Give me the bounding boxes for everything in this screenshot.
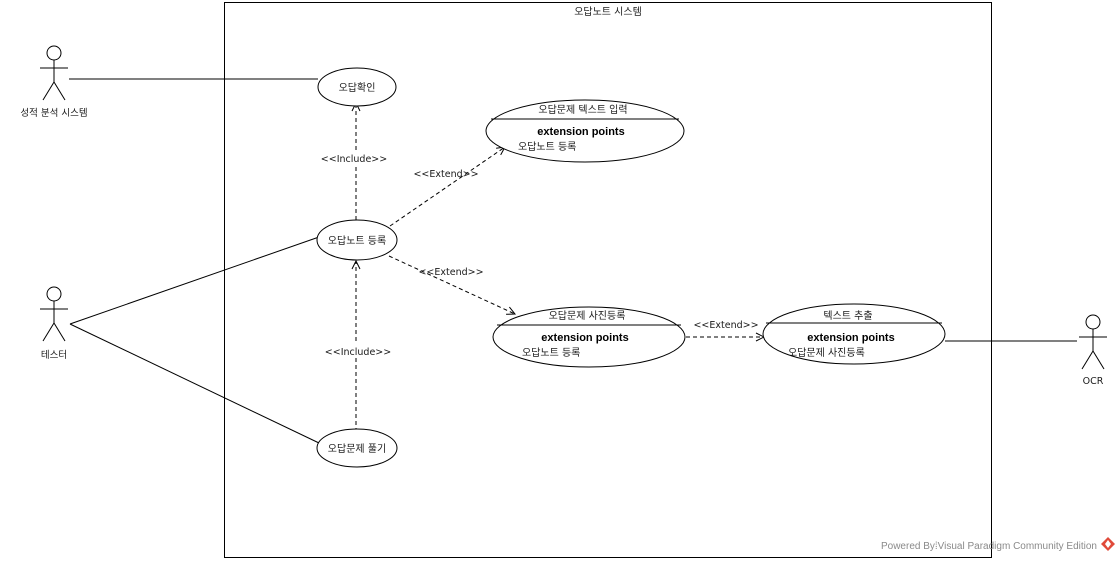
usecase-register-note-label: 오답노트 등록: [328, 235, 386, 247]
usecase-text-input-ext-header: extension points: [537, 126, 624, 138]
usecase-text-input[interactable]: 오답문제 텍스트 입력 extension points 오답노트 등록: [485, 99, 685, 163]
actor-tester[interactable]: 테스터: [40, 286, 68, 361]
assoc-tester-solve: [69, 323, 320, 444]
visual-paradigm-logo-icon: [1101, 537, 1115, 551]
usecase-photo-register[interactable]: 오답문제 사진등록 extension points 오답노트 등록: [492, 306, 686, 368]
actor-ocr[interactable]: OCR: [1079, 314, 1107, 387]
usecase-check-wrong-label: 오답확인: [339, 82, 376, 94]
usecase-photo-register-ext-point: 오답노트 등록: [522, 347, 580, 359]
actor-grade-system[interactable]: 성적 분석 시스템: [20, 45, 88, 119]
system-boundary: [224, 2, 992, 558]
actor-ocr-label: OCR: [1083, 376, 1104, 387]
extend-photo-register: [388, 255, 515, 314]
watermark-text: Powered By⁞Visual Paradigm Community Edi…: [881, 541, 1097, 552]
usecase-text-extract[interactable]: 텍스트 추출 extension points 오답문제 사진등록: [762, 303, 946, 365]
extend-label-extract: <<Extend>>: [693, 320, 758, 331]
usecase-check-wrong[interactable]: 오답확인: [317, 67, 397, 107]
actor-tester-label: 테스터: [41, 350, 67, 361]
usecase-text-extract-ext-point: 오답문제 사진등록: [788, 347, 865, 359]
usecase-register-note[interactable]: 오답노트 등록: [316, 219, 398, 261]
usecase-photo-register-title: 오답문제 사진등록: [549, 310, 626, 322]
usecase-solve-problem[interactable]: 오답문제 풀기: [316, 428, 398, 468]
usecase-solve-problem-label: 오답문제 풀기: [328, 443, 386, 455]
usecase-text-input-title: 오답문제 텍스트 입력: [538, 103, 627, 116]
extend-label-photo: <<Extend>>: [418, 267, 483, 278]
actor-grade-system-label: 성적 분석 시스템: [20, 107, 87, 119]
include-label-bottom: <<Include>>: [325, 347, 391, 358]
usecase-photo-register-ext-header: extension points: [541, 332, 628, 344]
system-title: 오답노트 시스템: [574, 6, 642, 18]
usecase-text-input-ext-point: 오답노트 등록: [518, 141, 576, 153]
extend-text-register: [389, 147, 505, 227]
usecase-text-extract-ext-header: extension points: [807, 332, 894, 344]
assoc-tester-register: [69, 236, 320, 325]
usecase-text-extract-title: 텍스트 추출: [823, 310, 872, 322]
include-label-top: <<Include>>: [321, 154, 387, 165]
extend-label-text: <<Extend>>: [413, 169, 478, 180]
